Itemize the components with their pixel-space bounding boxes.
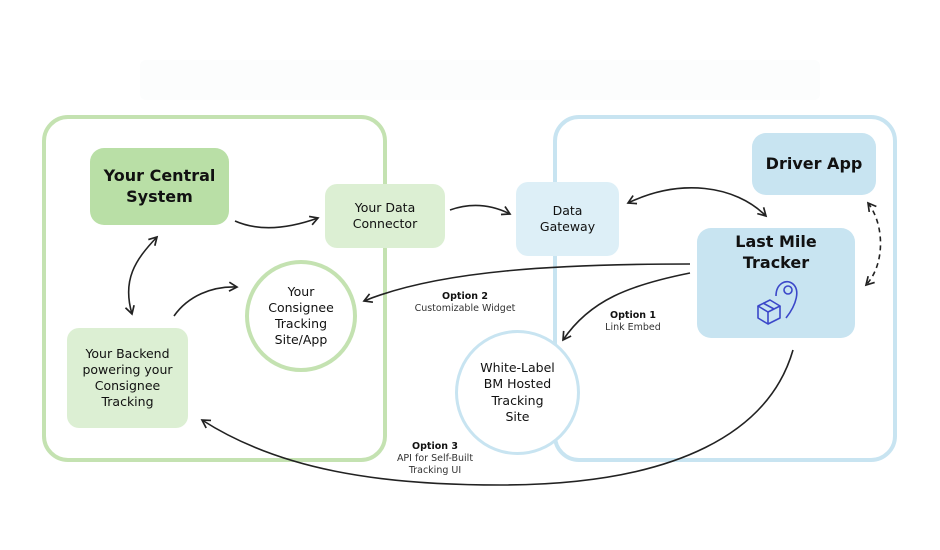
option-1-label: Option 1 Link Embed (598, 310, 668, 334)
option-1-title: Option 1 (610, 310, 656, 321)
central-system-node: Your Central System (90, 148, 229, 225)
arrow-backend-to-consignee (173, 281, 239, 317)
backend-label: Your Backend powering your Consignee Tra… (82, 345, 173, 410)
last-mile-tracker-label: Last Mile Tracker (735, 232, 817, 272)
arrow-connector-to-gateway (449, 204, 512, 216)
backend-node: Your Backend powering your Consignee Tra… (67, 328, 188, 428)
option-1-desc: Link Embed (605, 321, 661, 333)
consignee-site-node: Your Consignee Tracking Site/App (245, 260, 357, 372)
customer-system-group (42, 115, 387, 462)
bm-system-group (553, 115, 897, 462)
data-gateway-label: Data Gateway (539, 202, 596, 234)
option-3-desc: API for Self-Built Tracking UI (396, 452, 474, 476)
option-3-label: Option 3 API for Self-Built Tracking UI (385, 441, 485, 477)
driver-app-node: Driver App (752, 133, 876, 195)
header-placeholder (140, 60, 820, 100)
option-2-label: Option 2 Customizable Widget (410, 291, 520, 315)
white-label-site-node: White-Label BM Hosted Tracking Site (455, 330, 580, 455)
arrow-option2-widget (362, 263, 691, 304)
arrow-central-backend (124, 235, 159, 316)
data-connector-label: Your Data Connector (352, 199, 418, 231)
option-2-desc: Customizable Widget (414, 302, 516, 314)
arrow-option1-link (562, 272, 691, 342)
package-location-pin-icon (757, 280, 798, 325)
central-system-label: Your Central System (103, 165, 216, 206)
arrow-gateway-tracker (626, 187, 768, 218)
driver-app-label: Driver App (765, 153, 863, 173)
white-label-site-label: White-Label BM Hosted Tracking Site (480, 360, 555, 424)
option-3-title: Option 3 (412, 441, 458, 452)
arrow-option3-api (200, 349, 794, 486)
data-connector-node: Your Data Connector (325, 184, 445, 248)
arrow-driver-tracker (864, 201, 882, 287)
consignee-site-label: Your Consignee Tracking Site/App (268, 283, 334, 348)
data-gateway-node: Data Gateway (516, 182, 619, 256)
arrow-central-to-connector (234, 215, 320, 229)
last-mile-tracker-node: Last Mile Tracker (697, 228, 855, 338)
option-2-title: Option 2 (442, 291, 488, 302)
